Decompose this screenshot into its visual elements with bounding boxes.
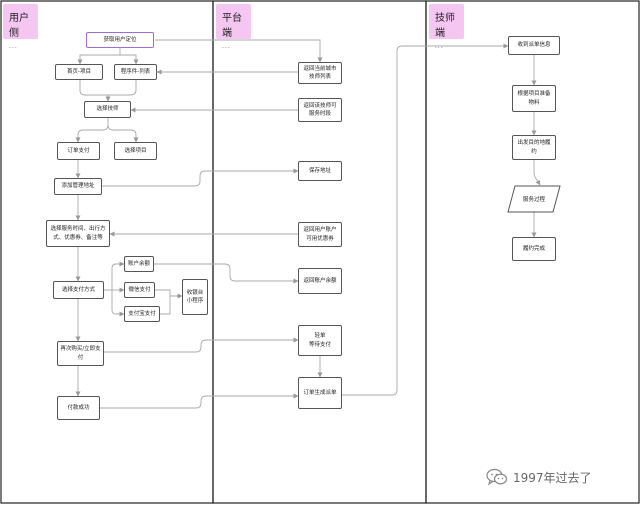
lane-dots-platform: ... (222, 43, 231, 50)
node-order-generated: 订单生成派单 (298, 377, 342, 409)
node-return-city-techs: 返回当前城市技师列表 (298, 62, 342, 84)
lane-frame-user (0, 0, 214, 504)
watermark: 1997年过去了 (486, 466, 592, 488)
node-alipay: 支付宝支付 (124, 306, 160, 322)
node-return-time-slots: 返回该技师可服务时段 (298, 98, 342, 122)
lane-dots-user: ... (9, 43, 18, 50)
link-home-to-select-tech (79, 80, 137, 96)
lane-frame-technician (425, 0, 640, 504)
link-generated-to-receive (342, 43, 509, 396)
lane-title-user: 用户侧 (9, 13, 29, 39)
link-balance-to-return-balance (154, 263, 299, 284)
lane-title-technician: 技师端 (435, 13, 455, 39)
link-location-to-mini-list (120, 54, 139, 65)
lane-header-technician: 技师端 ... (429, 4, 464, 50)
link-wechat-to-cashier (155, 289, 183, 299)
link-success-to-generated (100, 393, 299, 409)
node-place-order: 轻单 等待支付 (298, 325, 342, 356)
link-depart-to-service (533, 160, 541, 186)
link-select-tech-to-project (107, 124, 139, 143)
link-location-to-home (77, 48, 121, 65)
node-add-address: 添加管理地址 (54, 178, 102, 195)
link-select-tech-split (75, 118, 109, 143)
node-select-service: 选择服务时间、出行方式、优惠券、备注等 (46, 220, 110, 247)
lane-dots-technician: ... (435, 43, 444, 50)
node-fulfillment-done: 履约完成 (512, 237, 556, 261)
node-service-process-label: 服务过程 (523, 195, 546, 203)
link-address-to-save (102, 168, 299, 187)
node-save-address: 保存地址 (298, 161, 342, 181)
node-order-pay: 订单支付 (57, 142, 100, 160)
node-home-project: 首页-项目 (55, 64, 103, 80)
node-depart: 出发目的地履约 (512, 135, 556, 160)
lane-header-platform: 平台端 ... (216, 4, 251, 50)
node-pay-success: 付款成功 (57, 396, 100, 420)
node-get-location: 获取用户定位 (86, 32, 154, 48)
node-service-process (507, 185, 561, 213)
node-mini-list: 程序件-列表 (114, 64, 157, 80)
node-prepare-materials: 根据项目准备物料 (512, 85, 556, 112)
node-return-balance: 返回账户余额 (298, 268, 342, 294)
wechat-icon (486, 468, 508, 486)
link-alipay-to-cashier (160, 296, 171, 315)
watermark-text: 1997年过去了 (513, 470, 592, 485)
node-select-pay: 选择支付方式 (53, 281, 104, 299)
lane-header-user: 用户侧 ... (3, 4, 38, 50)
node-select-tech: 选择技师 (84, 101, 131, 118)
node-wechat-pay: 微信支付 (124, 282, 155, 298)
node-receive-order: 收到派单信息 (508, 36, 560, 55)
node-select-project: 选择项目 (114, 142, 157, 160)
link-location-to-city-techs (155, 39, 323, 63)
node-account-balance: 账户余额 (124, 256, 154, 272)
lane-title-platform: 平台端 (222, 13, 242, 39)
link-repurchase-to-place-order (104, 337, 299, 353)
node-return-coupons: 返回用户账户可用优惠券 (298, 222, 342, 247)
node-cashier: 收银台小程序 (182, 279, 208, 315)
node-repurchase: 再次购买/立即支付 (57, 341, 104, 366)
link-pay-to-balance (104, 261, 125, 291)
link-pay-to-alipay (111, 290, 125, 317)
